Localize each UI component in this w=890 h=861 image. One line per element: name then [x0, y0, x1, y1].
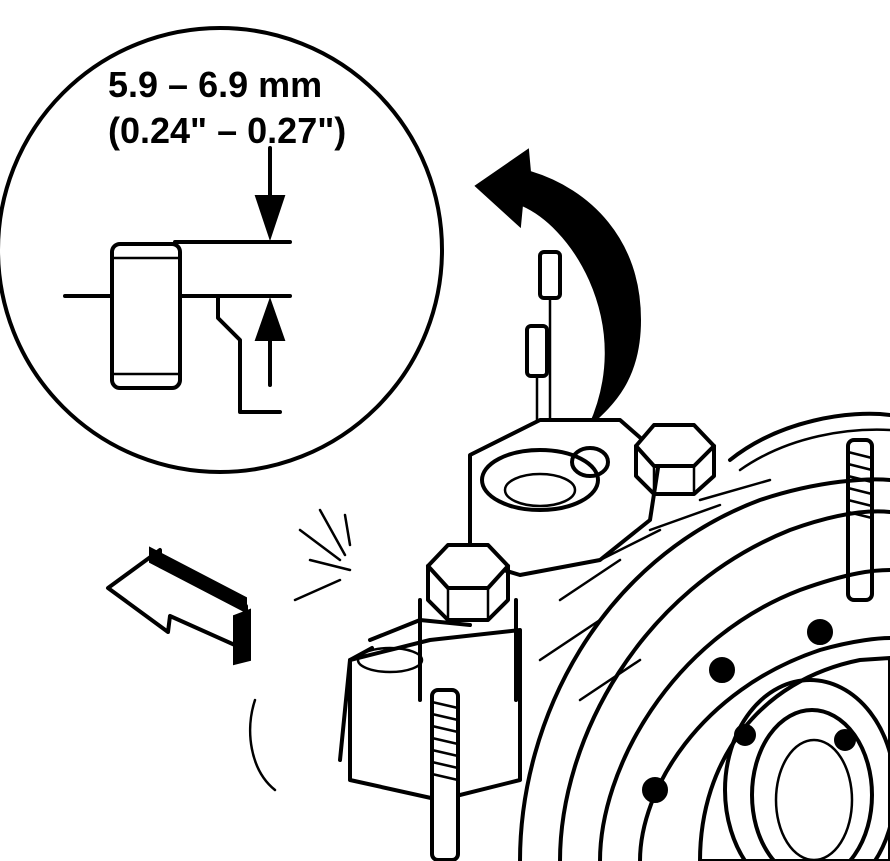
wheel-stud-left [430, 688, 460, 861]
knuckle-assembly [249, 411, 890, 861]
dowel-pin-lower [525, 324, 549, 378]
bore-profile [216, 294, 282, 414]
hex-bolt-right [634, 423, 716, 496]
measurement-arrow-icon [254, 296, 286, 387]
detail-callout: 5.9 – 6.9 mm (0.24" – 0.27") [0, 26, 444, 474]
dowel-pin-upper [538, 250, 562, 300]
measurement-arrow-icon [254, 146, 286, 242]
detail-circle [0, 26, 444, 474]
spec-imperial-label: (0.24" – 0.27") [108, 110, 346, 151]
spec-metric-label: 5.9 – 6.9 mm [108, 64, 322, 105]
dowel-pin-detail [110, 242, 182, 390]
hex-bolt-left [418, 543, 518, 702]
install-direction-arrow-icon [106, 546, 251, 666]
